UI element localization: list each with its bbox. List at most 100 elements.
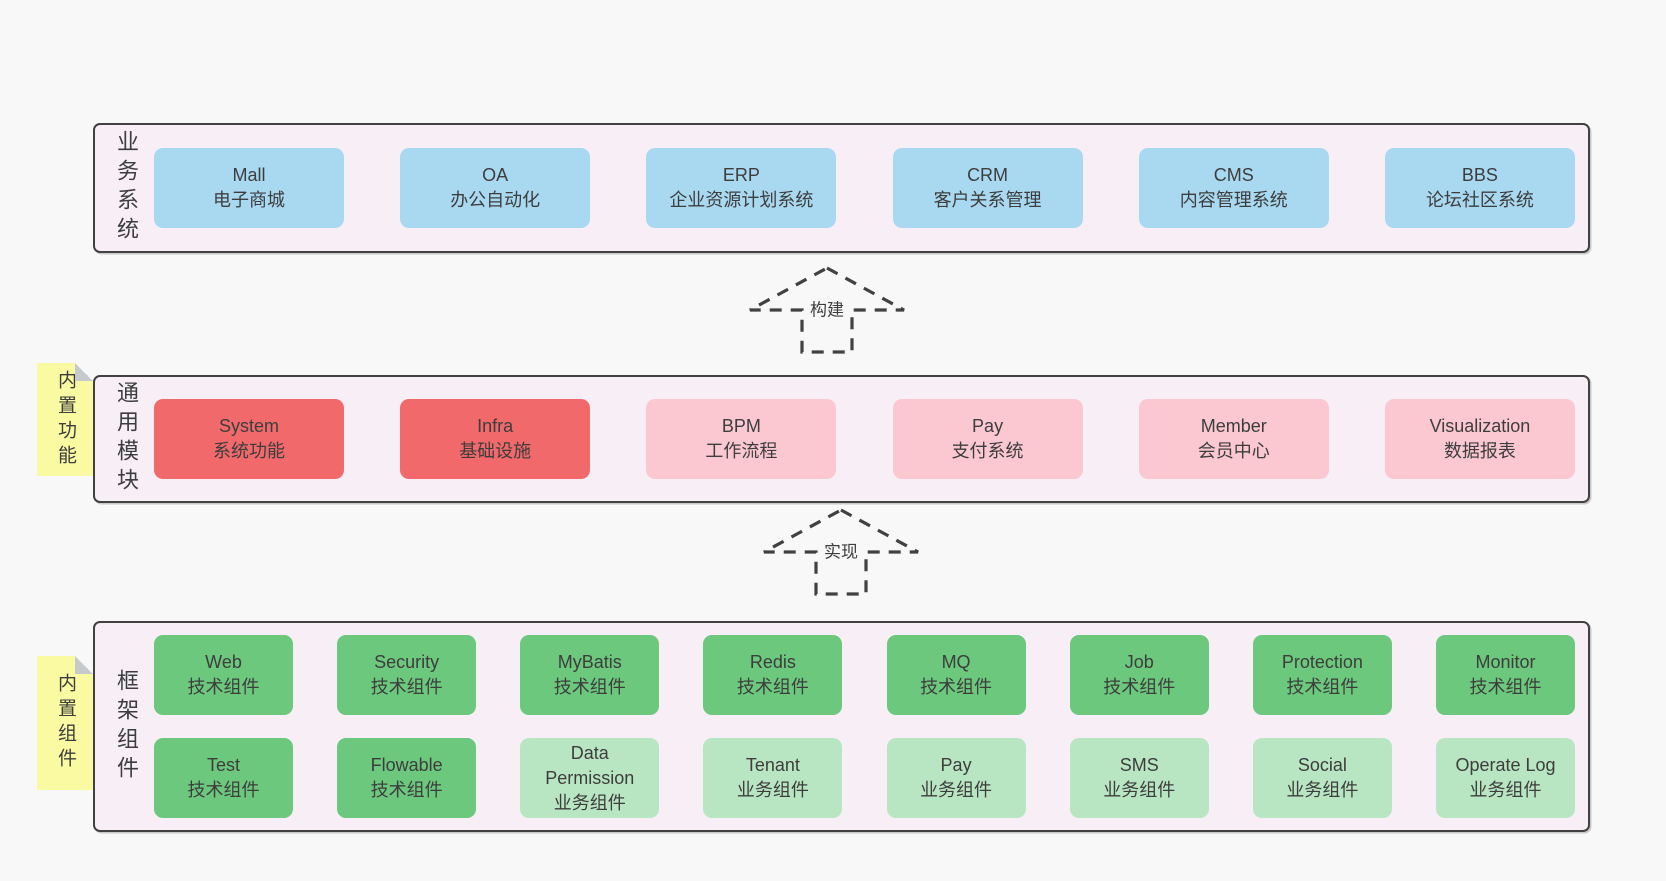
- box-title: Protection: [1281, 652, 1363, 672]
- implement-arrow-label: 实现: [820, 536, 862, 564]
- box-erp: ERP 企业资源计划系统: [646, 148, 837, 228]
- box-crm: CRM 客户关系管理: [892, 148, 1083, 228]
- box-subtitle: 企业资源计划系统: [669, 190, 814, 210]
- box-subtitle: 技术组件: [1286, 677, 1359, 697]
- box-title: CRM: [967, 165, 1009, 185]
- box-title: Web: [205, 652, 242, 672]
- box-subtitle: 业务组件: [1103, 780, 1176, 800]
- sticky-built-in-features-label: 内置功能: [55, 369, 76, 470]
- box-subtitle: 技术组件: [187, 677, 260, 697]
- box-title: Security: [374, 652, 440, 672]
- box-operate-log: Operate Log 业务组件: [1435, 738, 1575, 818]
- box-title: BPM: [721, 416, 761, 436]
- box-title: Operate Log: [1455, 755, 1556, 775]
- box-title: Member: [1200, 416, 1267, 436]
- box-mq: MQ 技术组件: [886, 635, 1026, 715]
- sticky-built-in-components-label: 内置组件: [55, 673, 76, 773]
- band-business-systems-label: 业务系统: [114, 130, 139, 246]
- box-subtitle: 业务组件: [553, 792, 626, 813]
- box-monitor: Monitor 技术组件: [1435, 635, 1575, 715]
- box-bbs: BBS 论坛社区系统: [1384, 148, 1575, 228]
- box-title: ERP: [722, 165, 760, 185]
- framework-components-row-2: Test 技术组件 Flowable 技术组件 Data Permission …: [154, 738, 1575, 818]
- box-title: Test: [206, 755, 240, 775]
- box-title: Visualization: [1429, 416, 1531, 436]
- box-title: Mall: [232, 165, 266, 185]
- box-subtitle: 内容管理系统: [1179, 190, 1288, 210]
- box-subtitle: 业务组件: [1469, 780, 1542, 800]
- box-social: Social 业务组件: [1252, 738, 1392, 818]
- box-cms: CMS 内容管理系统: [1138, 148, 1329, 228]
- box-title: Job: [1124, 652, 1154, 672]
- box-mybatis: MyBatis 技术组件: [520, 635, 660, 715]
- box-title: Pay: [940, 755, 972, 775]
- box-title: Monitor: [1475, 652, 1536, 672]
- box-subtitle: 技术组件: [553, 677, 626, 697]
- dashed-up-arrow-icon: [763, 508, 919, 596]
- box-title: CMS: [1213, 165, 1254, 185]
- box-infra: Infra 基础设施: [400, 399, 591, 479]
- box-title: System: [218, 416, 279, 436]
- box-bpm: BPM 工作流程: [646, 399, 837, 479]
- box-subtitle: 支付系统: [951, 441, 1024, 461]
- box-title: Infra: [477, 416, 514, 436]
- box-mall: Mall 电子商城: [154, 148, 344, 228]
- box-sms: SMS 业务组件: [1069, 738, 1209, 818]
- build-arrow-label: 构建: [806, 294, 848, 322]
- sticky-built-in-features: 内置功能: [37, 363, 93, 476]
- box-subtitle: 技术组件: [370, 677, 443, 697]
- box-pay-component: Pay 业务组件: [886, 738, 1026, 818]
- box-subtitle: 数据报表: [1443, 441, 1516, 461]
- box-subtitle: 技术组件: [370, 780, 443, 800]
- box-subtitle: 系统功能: [213, 441, 285, 461]
- box-system: System 系统功能: [154, 399, 344, 479]
- folded-corner: [75, 363, 93, 381]
- box-title: BBS: [1461, 165, 1498, 185]
- box-subtitle: 会员中心: [1197, 441, 1270, 461]
- box-pay-system: Pay 支付系统: [892, 399, 1083, 479]
- box-data-permission: Data Permission 业务组件: [520, 738, 660, 818]
- box-subtitle: 业务组件: [736, 780, 809, 800]
- box-protection: Protection 技术组件: [1252, 635, 1392, 715]
- box-subtitle: 电子商城: [213, 190, 285, 210]
- box-subtitle: 工作流程: [705, 441, 778, 461]
- band-framework-components: 框架组件 Web 技术组件 Security 技术组件 MyBatis 技术组件…: [93, 621, 1590, 832]
- band-common-modules-label: 通用模块: [114, 381, 139, 497]
- box-title: Pay: [972, 416, 1004, 436]
- box-test: Test 技术组件: [154, 738, 293, 818]
- box-subtitle: 办公自动化: [450, 190, 541, 210]
- implement-arrow-up: 实现: [758, 506, 924, 598]
- box-title: OA: [482, 165, 509, 185]
- business-systems-box-row: Mall 电子商城 OA 办公自动化 ERP 企业资源计划系统 CRM 客户关系…: [154, 148, 1575, 228]
- folded-corner: [75, 656, 93, 674]
- box-job: Job 技术组件: [1069, 635, 1209, 715]
- box-subtitle: 基础设施: [459, 441, 532, 461]
- band-framework-components-label: 框架组件: [114, 668, 139, 785]
- box-subtitle: 客户关系管理: [933, 190, 1042, 210]
- box-title: Flowable: [370, 755, 443, 775]
- box-member: Member 会员中心: [1138, 399, 1329, 479]
- framework-components-row-1: Web 技术组件 Security 技术组件 MyBatis 技术组件 Redi…: [154, 635, 1575, 715]
- box-subtitle: 业务组件: [1286, 780, 1359, 800]
- box-subtitle: 技术组件: [1103, 677, 1176, 697]
- dashed-up-arrow-icon: [749, 266, 905, 354]
- band-business-systems: 业务系统 Mall 电子商城 OA 办公自动化 ERP 企业资源计划系统 CRM…: [93, 123, 1590, 253]
- framework-components-rows: Web 技术组件 Security 技术组件 MyBatis 技术组件 Redi…: [154, 635, 1575, 818]
- box-title: MQ: [941, 652, 971, 672]
- box-subtitle: 技术组件: [1469, 677, 1542, 697]
- box-web: Web 技术组件: [154, 635, 293, 715]
- box-title: Redis: [749, 652, 796, 672]
- build-arrow-up: 构建: [744, 264, 910, 356]
- band-common-modules: 通用模块 System 系统功能 Infra 基础设施 BPM 工作流程 Pay…: [93, 375, 1590, 503]
- box-title: SMS: [1119, 755, 1159, 775]
- box-security: Security 技术组件: [337, 635, 477, 715]
- box-visualization: Visualization 数据报表: [1384, 399, 1575, 479]
- box-title: Tenant: [745, 755, 800, 775]
- box-flowable: Flowable 技术组件: [337, 738, 477, 818]
- box-oa: OA 办公自动化: [400, 148, 591, 228]
- box-subtitle: 业务组件: [920, 780, 993, 800]
- box-title: Data Permission: [545, 742, 635, 788]
- common-modules-box-row: System 系统功能 Infra 基础设施 BPM 工作流程 Pay 支付系统…: [154, 399, 1575, 479]
- box-title: MyBatis: [557, 652, 622, 672]
- box-subtitle: 技术组件: [187, 780, 260, 800]
